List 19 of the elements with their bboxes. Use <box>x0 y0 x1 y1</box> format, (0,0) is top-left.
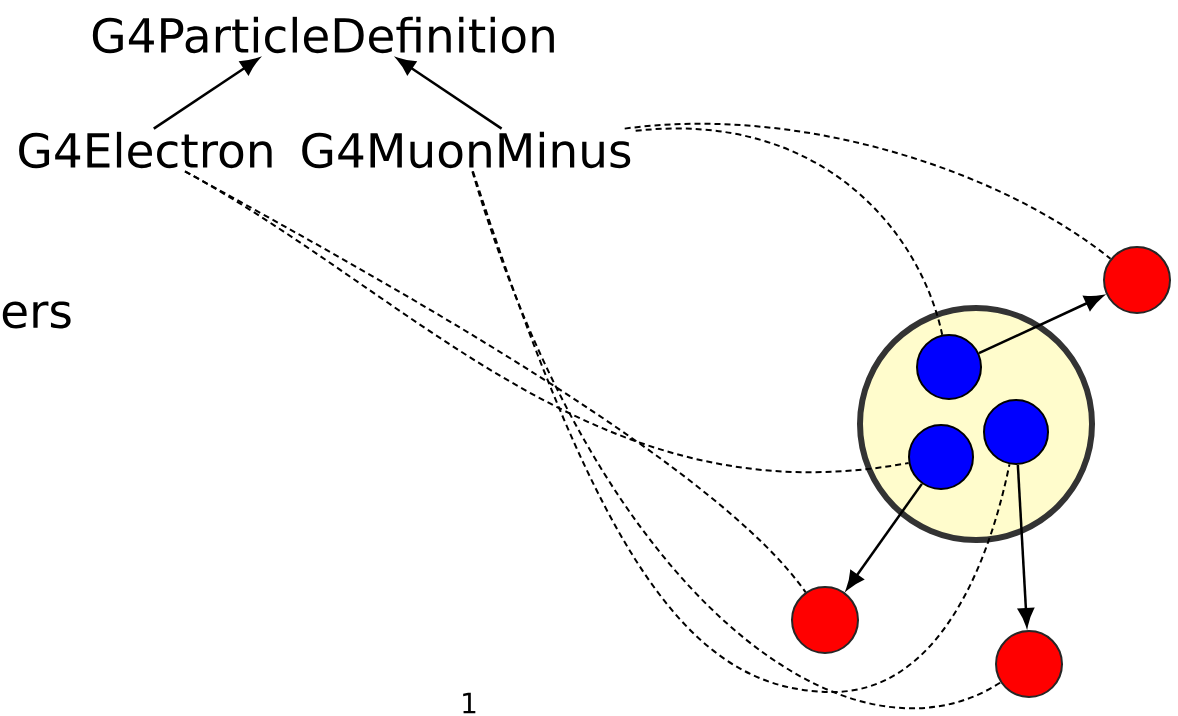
arrow <box>846 483 923 590</box>
class-name: G4ParticleDefinition <box>92 16 554 54</box>
particle-circle <box>983 399 1049 465</box>
class-name: G4Electron <box>19 131 272 169</box>
arrow <box>978 295 1104 355</box>
dashed-line <box>184 170 807 594</box>
class-name: G4MuonMinus <box>302 131 631 169</box>
arrow <box>153 57 260 130</box>
dashed-line <box>634 127 944 336</box>
particle-circle <box>995 630 1063 698</box>
particle-circle <box>1103 246 1171 314</box>
arrow <box>1016 464 1034 627</box>
label-text: ers <box>2 301 71 329</box>
particle-circle <box>916 334 982 400</box>
page-number: 1 <box>463 692 476 714</box>
particle-circle <box>908 424 974 490</box>
dashed-line <box>623 122 1112 260</box>
arrow <box>396 57 503 130</box>
particle-circle <box>791 586 859 654</box>
